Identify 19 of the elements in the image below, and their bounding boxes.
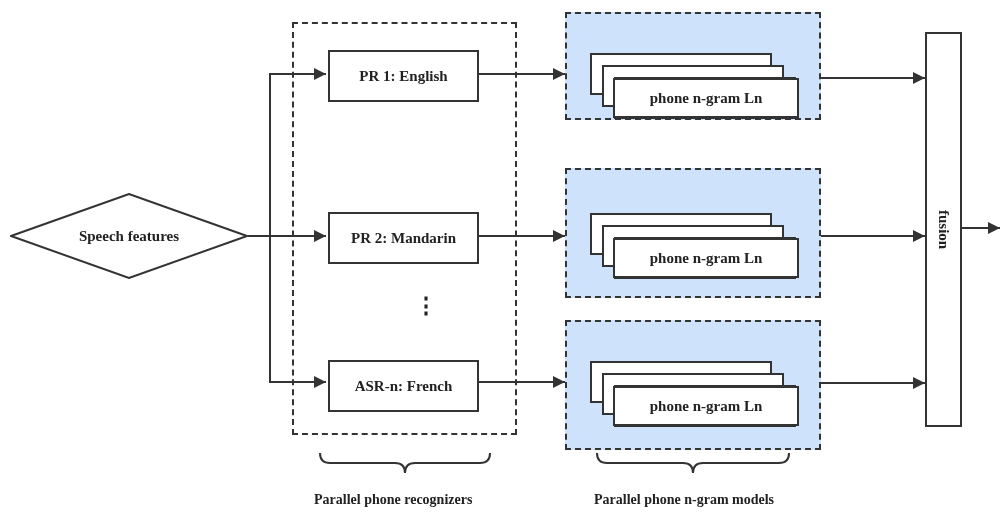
caption: Parallel phone recognizers <box>314 492 473 508</box>
ellipsis-dots: ⋮ <box>415 295 437 317</box>
process-box <box>328 50 479 102</box>
arrow <box>820 72 926 84</box>
arrow <box>961 222 1001 234</box>
node-label: fusion <box>935 209 952 250</box>
arrow <box>247 235 327 388</box>
process-box <box>328 360 479 412</box>
arrow <box>820 230 926 242</box>
node-label: PR 2: Mandarin <box>351 229 456 247</box>
node-label: Speech features <box>78 227 180 245</box>
process-box <box>328 212 479 264</box>
caption: Parallel phone n-gram models <box>594 492 775 508</box>
arrow <box>820 377 926 389</box>
node-label: ASR-n: French <box>354 377 453 395</box>
decision-diamond <box>10 193 248 279</box>
group-box <box>292 22 517 435</box>
node-label: PR 1: English <box>359 67 448 85</box>
fusion-box <box>925 32 962 427</box>
